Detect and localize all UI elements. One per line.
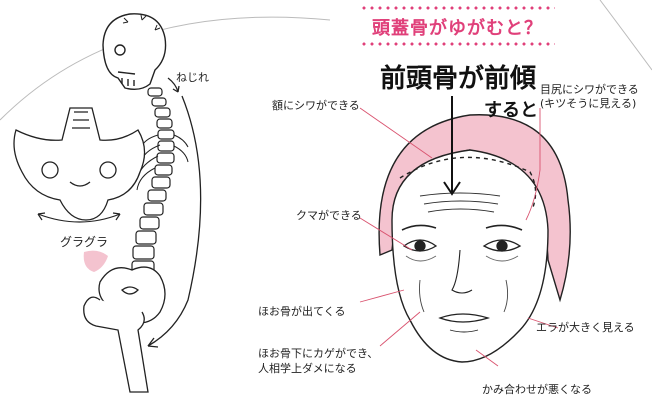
spine (132, 88, 174, 274)
title-banner: 頭蓋骨がゆがむと？ (360, 6, 555, 46)
page-title: 頭蓋骨がゆがむと？ (360, 14, 555, 40)
wobble-label: グラグラ (60, 236, 108, 250)
eye-corner-note-label: (キツそうに見える) (540, 98, 636, 111)
page-curve-right (600, 0, 652, 70)
skull-icon (103, 14, 166, 89)
dot-border-bottom (360, 42, 555, 46)
handwritten-line2: すると (484, 96, 538, 122)
shadow-label-line2: 人相学上ダメになる (258, 363, 357, 376)
forehead-wrinkles-label: 額にシワができる (272, 100, 360, 113)
eye-corner-wrinkles-label: 目尻にシワができる (540, 84, 639, 97)
wobble-marker (84, 251, 108, 272)
cheekbone-label: ほお骨が出てくる (258, 306, 345, 319)
dot-border-top (360, 6, 555, 10)
pelvis-left (14, 108, 145, 220)
jaw-large-label: エラが大きく見える (536, 322, 635, 335)
face-outline (392, 150, 548, 362)
handwritten-line1: 前頭骨が前傾 (380, 58, 536, 95)
pelvis-right (84, 267, 165, 392)
bite-label: かみ合わせが悪くなる (482, 384, 592, 397)
shadow-label-line1: ほお骨下にカゲができ、 (258, 348, 378, 361)
twist-label: ねじれ (176, 72, 209, 85)
dark-circles-label: クマができる (296, 210, 362, 223)
